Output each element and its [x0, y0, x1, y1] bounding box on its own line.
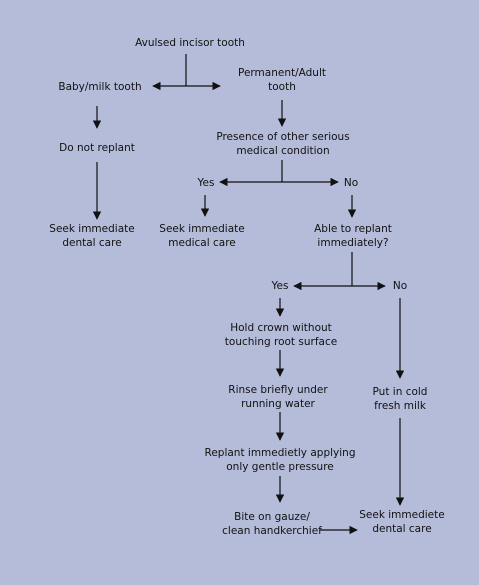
node-text-line: medical condition — [236, 145, 330, 157]
node-text-line: immediately? — [317, 237, 389, 249]
node-baby-milk-tooth: Baby/milk tooth — [58, 80, 141, 94]
node-text-line: Put in cold — [372, 386, 428, 398]
node-text-line: Able to replant — [314, 223, 392, 235]
node-text-line: dental care — [62, 237, 122, 249]
node-permanent-adult-tooth: Permanent/Adult tooth — [238, 66, 326, 94]
node-text-line: Yes — [197, 177, 215, 189]
node-text-line: Hold crown without — [230, 322, 332, 334]
node-text-line: Avulsed incisor tooth — [135, 37, 245, 49]
node-do-not-replant: Do not replant — [59, 141, 135, 155]
node-hold-crown: Hold crown without touching root surface — [225, 321, 337, 349]
node-text-line: Rinse briefly under — [228, 384, 328, 396]
node-cold-milk: Put in cold fresh milk — [373, 385, 428, 413]
node-able-to-replant: Able to replant immediately? — [314, 222, 392, 250]
label-yes-replant: Yes — [272, 279, 289, 293]
node-text-line: running water — [241, 398, 315, 410]
node-text-line: Seek immediate — [49, 223, 135, 235]
node-text-line: Seek immediate — [159, 223, 245, 235]
node-text-line: Bite on gauze/ — [234, 511, 310, 523]
node-seek-medical-care: Seek immediate medical care — [159, 222, 244, 250]
label-yes-medical: Yes — [198, 176, 215, 190]
node-text-line: Do not replant — [59, 142, 135, 154]
node-bite-on-gauze: Bite on gauze/clean handkerchief — [222, 510, 322, 538]
label-no-medical: No — [344, 176, 358, 190]
node-text-line: No — [343, 177, 359, 189]
node-avulsed-incisor-tooth: Avulsed incisor tooth — [135, 36, 245, 50]
label-no-replant: No — [393, 279, 407, 293]
node-text-line: No — [392, 280, 408, 292]
node-text-line: Baby/milk tooth — [58, 81, 142, 93]
node-presence-medical-condition: Presence of other serious medical conditi… — [216, 130, 349, 158]
node-text-line: Yes — [271, 280, 289, 292]
node-replant-gentle-pressure: Replant immedietly applying only gentle p… — [204, 446, 355, 474]
node-seek-dental-care-right: Seek immediete dental care — [359, 508, 444, 536]
node-text-line: only gentle pressure — [226, 461, 334, 473]
node-text-line: dental care — [372, 523, 432, 535]
node-text-line: touching root surface — [224, 336, 338, 348]
node-text-line: Presence of other serious — [216, 131, 350, 143]
node-text-line: Replant immedietly applying — [204, 447, 356, 459]
node-text-line: tooth — [268, 81, 296, 93]
node-text-line: medical care — [168, 237, 236, 249]
node-text-line: clean handkerchief — [222, 525, 322, 537]
node-text-line: Permanent/Adult — [238, 67, 326, 79]
node-seek-dental-care-left: Seek immediate dental care — [49, 222, 134, 250]
node-rinse: Rinse briefly under running water — [228, 383, 327, 411]
node-text-line: Seek immediete — [359, 509, 445, 521]
node-text-line: fresh milk — [374, 400, 426, 412]
